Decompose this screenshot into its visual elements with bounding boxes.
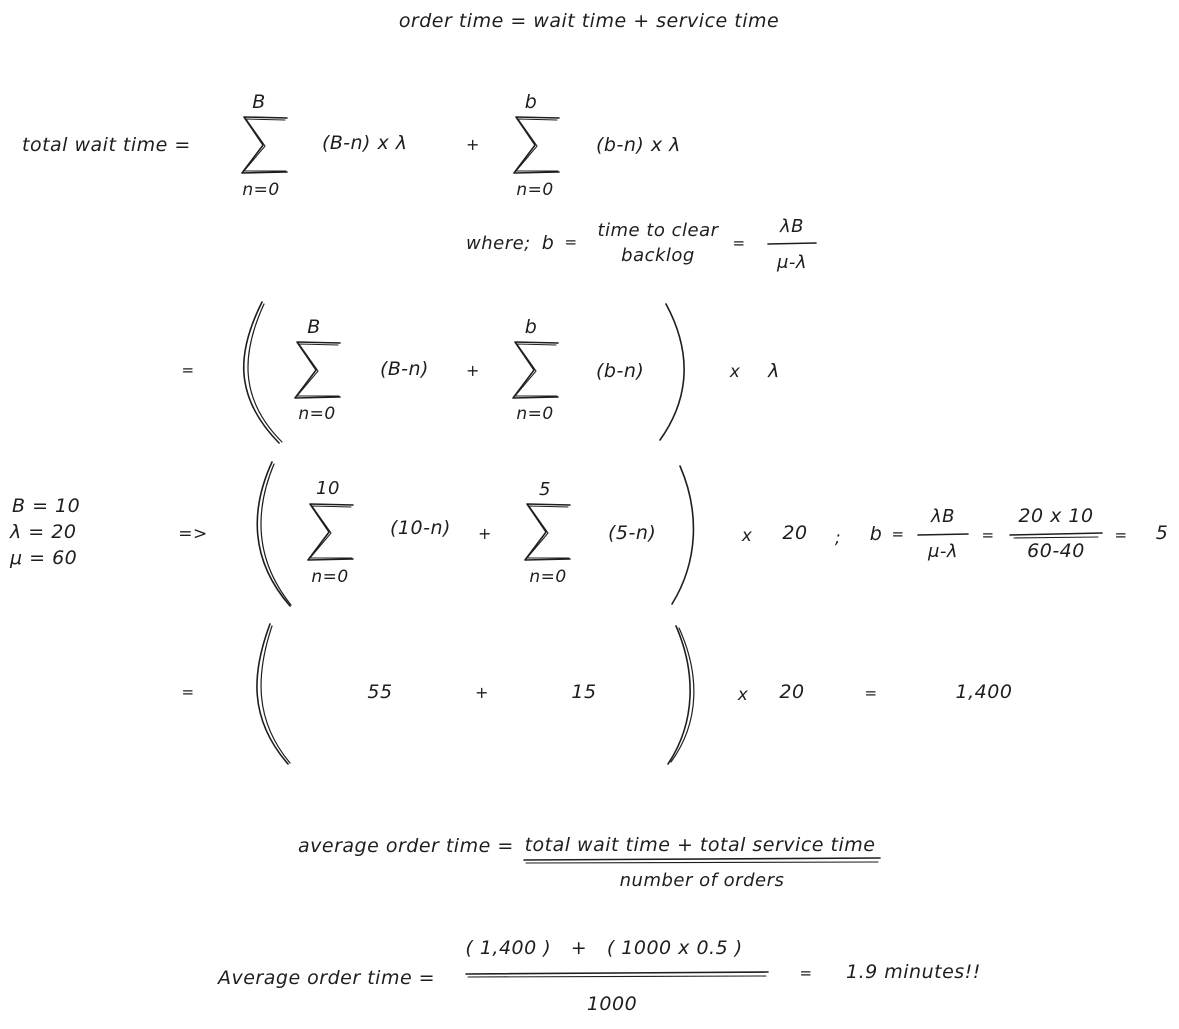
eq3-sum1-term: (10-n) — [390, 517, 451, 539]
eq2-plus: + — [466, 361, 480, 380]
param-mu: μ = 60 — [10, 547, 78, 569]
eq3-left-bracket — [256, 461, 291, 607]
avg-calc-result: 1.9 minutes!! — [846, 961, 981, 983]
where-eq2: = — [732, 234, 746, 252]
eq3-b-var: b — [869, 523, 883, 545]
eq3-sum2-upper: 5 — [539, 479, 551, 500]
where-den: μ-λ — [776, 252, 808, 273]
eq3-implies: => — [178, 524, 208, 544]
eq1-sum1-sigma-icon — [241, 116, 288, 174]
avg-calc-eq: = — [799, 964, 813, 982]
eq2-sum2-upper: b — [524, 316, 538, 338]
avg-def-bar — [523, 857, 881, 861]
eq3-frac2-den: 60-40 — [1027, 540, 1085, 562]
eq3-sum1-sigma-icon — [307, 503, 354, 561]
eq2-factor: λ — [768, 360, 780, 382]
avg-def-numerator: total wait time + total service time — [524, 834, 876, 856]
eq1-sum2-sigma-icon — [513, 116, 560, 174]
eq3-frac2-bar-2 — [1013, 536, 1099, 539]
eq3-frac1-bar — [917, 533, 969, 536]
eq3-plus: + — [478, 524, 492, 543]
avg-calc-numerator: ( 1,400 ) + ( 1000 x 0.5 ) — [465, 937, 743, 959]
eq1-sum2-upper: b — [524, 91, 538, 113]
avg-calc-bar-2 — [467, 975, 767, 978]
eq3-sum1-upper: 10 — [316, 478, 340, 499]
eq3-sum2-sigma-icon-stroke — [526, 505, 570, 559]
where-prefix: where; — [466, 233, 531, 254]
eq4-left-bracket-2 — [260, 625, 291, 764]
eq2-sum2-term: (b-n) — [596, 360, 645, 382]
eq3-result: 5 — [1155, 522, 1169, 544]
eq4-right-bracket — [667, 625, 691, 765]
eq2-times: x — [729, 362, 741, 382]
eq3-sum1-sigma-icon-stroke — [309, 505, 353, 559]
eq4-plus: + — [475, 683, 489, 702]
eq1-sum2-lower: n=0 — [516, 180, 554, 200]
eq1-sum2-term: (b-n) x λ — [596, 134, 681, 156]
eq2-sum2-lower: n=0 — [516, 404, 554, 424]
eq3-sum1-lower: n=0 — [311, 567, 349, 587]
eq3-right-bracket — [671, 465, 695, 605]
eq1-lhs: total wait time = — [22, 134, 191, 156]
eq4-eq2: = — [864, 684, 878, 702]
avg-def-lhs: average order time = — [298, 835, 514, 857]
eq2-sum2-sigma-icon — [512, 341, 559, 399]
eq3-frac2-bar — [1009, 532, 1103, 536]
eq4-value2: 15 — [571, 681, 597, 703]
param-B: B = 10 — [12, 495, 81, 517]
avg-calc-bar — [465, 971, 769, 975]
eq1-plus: + — [466, 135, 480, 154]
eq3-sep: ; — [834, 528, 842, 548]
where-fraction-bar — [767, 242, 817, 245]
eq3-sum2-sigma-icon — [524, 503, 571, 561]
eq1-sum1-term: (B-n) x λ — [322, 132, 408, 154]
eq2-left-bracket-2 — [247, 303, 283, 443]
eq3-frac2-num: 20 x 10 — [1018, 505, 1094, 527]
eq4-left-bracket — [256, 623, 289, 765]
where-eq: = — [564, 233, 578, 251]
avg-def-bar-2 — [525, 861, 879, 864]
eq2-sum1-sigma-icon-stroke — [296, 343, 340, 397]
param-lambda: λ = 20 — [10, 521, 77, 543]
eq4-eq: = — [181, 683, 195, 701]
eq3-b-eq: = — [891, 525, 905, 543]
eq3-factor: 20 — [782, 522, 808, 544]
eq3-eq-a: = — [981, 526, 995, 544]
avg-calc-lhs: Average order time = — [218, 967, 436, 989]
eq1-sum2-sigma-icon-stroke — [515, 118, 559, 172]
avg-def-denominator: number of orders — [619, 870, 785, 891]
eq4-factor: 20 — [779, 681, 805, 703]
eq4-result: 1,400 — [955, 681, 1013, 703]
eq3-eq-b: = — [1114, 526, 1128, 544]
eq2-sum1-term: (B-n) — [380, 358, 429, 380]
eq2-left-bracket — [242, 301, 280, 444]
eq2-right-bracket — [659, 303, 685, 441]
eq1-sum1-upper: B — [252, 91, 266, 113]
eq3-frac1-den: μ-λ — [927, 541, 959, 562]
eq4-value1: 55 — [367, 681, 393, 703]
where-var: b — [541, 232, 555, 254]
header-formula: order time = wait time + service time — [398, 10, 780, 32]
eq4-times: x — [737, 685, 749, 705]
eq4-right-bracket-2 — [670, 627, 695, 763]
where-desc-line1: time to clear — [597, 220, 719, 241]
eq2-sum1-sigma-icon — [294, 341, 341, 399]
eq2-sum1-lower: n=0 — [298, 404, 336, 424]
eq3-sum2-lower: n=0 — [529, 567, 567, 587]
eq2-sum1-upper: B — [307, 316, 321, 338]
eq3-times: x — [741, 526, 753, 546]
eq3-left-bracket-2 — [260, 463, 292, 606]
where-desc-line2: backlog — [621, 245, 695, 266]
avg-calc-denominator: 1000 — [586, 993, 638, 1015]
eq3-frac1-num: λB — [930, 506, 956, 527]
eq3-sum2-term: (5-n) — [608, 522, 657, 544]
eq1-sum1-sigma-icon-stroke — [243, 118, 287, 172]
eq2-eq: = — [181, 361, 195, 379]
where-num: λB — [779, 216, 805, 237]
eq1-sum1-lower: n=0 — [242, 180, 280, 200]
eq2-sum2-sigma-icon-stroke — [514, 343, 558, 397]
